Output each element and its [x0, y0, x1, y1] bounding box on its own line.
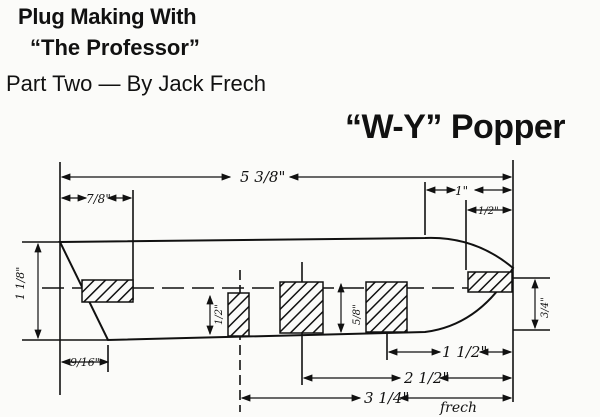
tail-hatch-length-label: 1/2"	[478, 206, 499, 217]
dim-1-1-2-label: 1 1/2"	[442, 343, 487, 361]
hook-hanger-hatch-1	[227, 292, 250, 337]
nose-face-length-label: 7/8"	[86, 192, 111, 206]
hook-hanger-2-label: 5/8"	[352, 304, 363, 325]
tail-height-label: 3/4"	[540, 297, 551, 318]
lure-name: “W-Y” Popper	[345, 108, 565, 146]
tail-taper-length-label: 1"	[455, 184, 468, 198]
slant-offset-label: 9/16"	[70, 356, 100, 369]
byline: Part Two — By Jack Frech	[6, 71, 267, 96]
title-line-2: “The Professor”	[30, 35, 200, 60]
signature: frech	[439, 400, 477, 416]
overall-length-label: 5 3/8"	[240, 168, 285, 186]
dim-3-1-4-label: 3 1/4"	[364, 389, 409, 407]
plug-body-outline	[58, 236, 515, 342]
nose-hatch	[81, 279, 134, 303]
hook-hanger-1-label: 1/2"	[214, 304, 225, 325]
hook-hanger-hatch-3	[365, 281, 408, 333]
body-height-label: 1 1/8"	[14, 267, 27, 300]
dim-2-1-2-label: 2 1/2"	[403, 369, 449, 387]
title-line-1: Plug Making With	[18, 4, 197, 29]
hook-hanger-hatch-2	[279, 281, 324, 334]
tail-hatch	[467, 271, 513, 293]
